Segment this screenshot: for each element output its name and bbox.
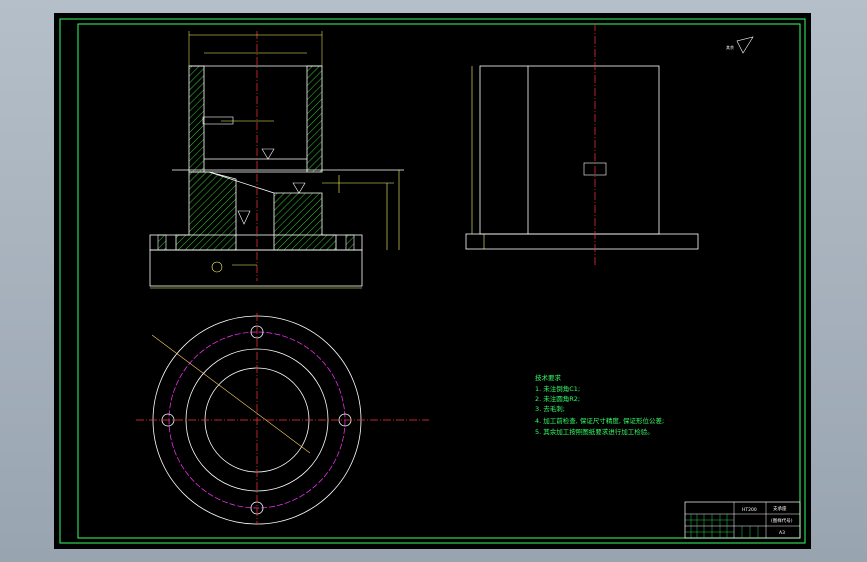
flange-bolt-left — [157, 234, 167, 251]
tb-grid-cells — [685, 514, 759, 538]
taper-line — [208, 171, 275, 194]
section-diagonal — [151, 334, 311, 454]
roughness-note-label: 其余 — [726, 44, 734, 50]
tb-part-name: 支承座 — [773, 505, 787, 512]
tb-material: HT200 — [742, 507, 757, 513]
title-block[interactable]: HT200 支承座 (图样代号) A3 — [684, 501, 801, 539]
tech-req-item-3: 3. 去毛刺; — [535, 404, 565, 413]
roughness-symbol-1 — [237, 210, 251, 225]
bottom-base — [149, 249, 363, 287]
roughness-symbol-3 — [292, 182, 306, 194]
drawing-canvas: 其余 技术要求 1. 未注倒角C1; 2. 未注圆角R2; 3. 去毛刺; 4.… — [59, 18, 806, 544]
roughness-note: 其余 — [726, 36, 754, 54]
tech-req-item-5: 5. 其余加工按照图纸要求进行加工检验。 — [535, 427, 654, 436]
right-lower-body — [273, 192, 337, 251]
front-section-view[interactable] — [149, 31, 404, 289]
left-upper-wall — [188, 65, 205, 173]
tech-req-title: 技术要求 — [535, 373, 562, 382]
datum-marker — [211, 261, 223, 273]
technical-requirements: 技术要求 1. 未注倒角C1; 2. 未注圆角R2; 3. 去毛刺; 4. 加工… — [535, 373, 664, 436]
inner-border — [77, 23, 801, 539]
tb-drawing-no: (图样代号) — [771, 517, 793, 524]
top-plan-view[interactable] — [136, 313, 429, 525]
outer-border — [59, 18, 806, 544]
roughness-note-symbol — [736, 36, 754, 54]
side-body — [479, 65, 660, 235]
tech-req-item-4: 4. 加工前检查, 保证尺寸精度, 保证形位公差; — [535, 416, 664, 425]
left-lower-body — [175, 171, 237, 251]
roughness-symbol-2 — [261, 148, 275, 160]
side-view[interactable] — [465, 23, 699, 265]
cad-viewport[interactable]: 其余 技术要求 1. 未注倒角C1; 2. 未注圆角R2; 3. 去毛刺; 4.… — [54, 13, 811, 549]
side-base — [465, 233, 699, 250]
flange-bolt-right — [345, 234, 355, 251]
right-upper-wall — [306, 65, 323, 173]
tech-req-item-2: 2. 未注圆角R2; — [535, 394, 580, 403]
tech-req-item-1: 1. 未注倒角C1; — [535, 384, 580, 393]
gdt-frame — [202, 116, 234, 125]
tb-scale: A3 — [779, 530, 785, 536]
